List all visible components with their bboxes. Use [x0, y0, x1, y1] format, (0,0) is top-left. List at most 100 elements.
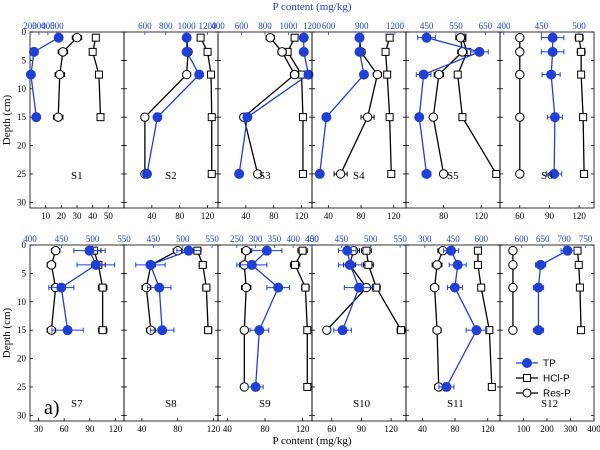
res-line: [326, 250, 368, 331]
top-tick-label: 400: [305, 234, 319, 244]
legend-marker: [523, 374, 531, 382]
hcl-point: [94, 70, 103, 79]
panel-letter: a): [44, 397, 60, 419]
res-point: [455, 32, 466, 43]
bottom-tick-label: 120: [481, 424, 495, 434]
tp-line: [60, 250, 97, 331]
tp-point: [321, 112, 332, 123]
tp-point: [533, 282, 544, 293]
hcl-point: [385, 33, 394, 42]
hcl-point: [573, 246, 582, 255]
hcl-line: [384, 37, 392, 174]
y-tick-label: 25: [17, 382, 27, 392]
top-tick-label: 600: [138, 21, 152, 31]
hcl-point: [577, 70, 586, 79]
tp-point: [298, 32, 309, 43]
top-tick-label: 450: [535, 21, 549, 31]
bottom-tick-label: 60: [327, 424, 337, 434]
tp-point: [273, 282, 284, 293]
legend-item-res: Res-P: [516, 388, 571, 400]
top-tick-label: 550: [449, 21, 463, 31]
bottom-tick-label: 400: [587, 424, 600, 434]
tp-point: [145, 259, 156, 270]
res-point: [241, 282, 251, 293]
top-tick-label: 500: [176, 234, 190, 244]
y-axis-title: Depth (cm): [1, 307, 13, 358]
hcl-point: [362, 246, 371, 255]
top-tick-label: 250: [230, 234, 244, 244]
top-tick-label: 400: [497, 21, 511, 31]
tp-line: [238, 37, 310, 175]
hcl-line: [477, 250, 493, 387]
bottom-tick-label: 20: [57, 211, 67, 221]
hcl-point: [98, 326, 107, 335]
res-point: [508, 282, 518, 293]
legend-label: TP: [543, 359, 556, 370]
res-point: [432, 325, 442, 335]
res-line: [243, 250, 247, 387]
bottom-x-axis-title: P content (mg/kg): [272, 435, 351, 447]
res-line: [145, 250, 179, 331]
hcl-point: [385, 113, 394, 122]
top-tick-label: 300: [32, 21, 46, 31]
legend-item-tp: TP: [516, 358, 556, 370]
res-point: [438, 169, 449, 179]
top-tick-label: 600: [322, 21, 336, 31]
y-tick-label: 5: [22, 55, 27, 65]
legend-item-hcl: HCl-P: [516, 374, 570, 385]
hcl-point: [575, 283, 584, 292]
hcl-line: [196, 250, 209, 331]
y-tick-label: 15: [17, 325, 27, 335]
bottom-tick-label: 80: [269, 211, 279, 221]
tp-point: [354, 32, 365, 43]
bottom-tick-label: 120: [387, 211, 401, 221]
top-tick-label: 1000: [280, 21, 299, 31]
res-point: [335, 169, 346, 179]
hcl-line: [200, 37, 213, 174]
tp-point: [31, 112, 42, 123]
hcl-point: [397, 326, 406, 335]
tp-point: [354, 46, 365, 57]
res-point: [508, 325, 518, 335]
bottom-tick-label: 120: [572, 211, 586, 221]
hcl-point: [303, 382, 312, 391]
y-tick-label: 10: [17, 84, 27, 94]
top-tick-label: 400: [41, 21, 55, 31]
res-point: [515, 32, 525, 43]
res-point: [515, 169, 525, 179]
bottom-tick-label: 80: [261, 424, 271, 434]
hcl-point: [196, 33, 205, 42]
y-tick-label: 20: [17, 354, 27, 364]
top-tick-label: 650: [536, 234, 550, 244]
y-tick-label: 5: [22, 268, 27, 278]
hcl-line: [365, 250, 402, 331]
top-tick-label: 500: [572, 21, 586, 31]
tp-point: [194, 69, 205, 80]
hcl-line: [91, 37, 102, 118]
hcl-point: [453, 70, 462, 79]
hcl-point: [88, 47, 97, 56]
top-tick-label: 1200: [303, 21, 322, 31]
res-point: [322, 325, 332, 335]
bottom-tick-label: 120: [295, 211, 309, 221]
bottom-tick-label: 40: [324, 211, 334, 221]
top-tick-label: 500: [364, 234, 378, 244]
res-point: [428, 112, 438, 122]
tp-point: [452, 259, 463, 270]
tp-point: [261, 245, 272, 256]
res-point: [53, 112, 63, 122]
hcl-point: [580, 169, 589, 178]
tp-point: [298, 46, 309, 57]
hcl-point: [204, 326, 213, 335]
tp-point: [354, 282, 364, 293]
bottom-tick-label: 80: [439, 211, 449, 221]
top-tick-label: 1000: [178, 21, 197, 31]
bottom-tick-label: 300: [564, 424, 578, 434]
hcl-point: [207, 70, 216, 79]
bottom-tick-label: 120: [207, 424, 221, 434]
res-line: [50, 250, 57, 331]
